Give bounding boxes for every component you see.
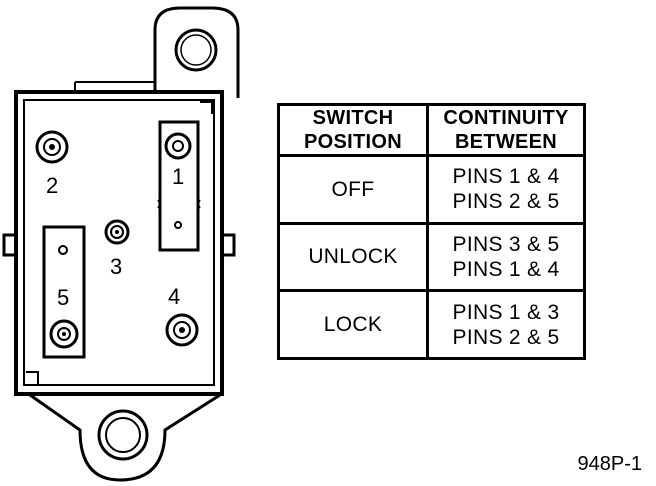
- pin5-label: 5: [57, 285, 69, 310]
- pin2-label: 2: [46, 173, 58, 198]
- table-row: OFF PINS 1 & 4 PINS 2 & 5: [277, 154, 586, 225]
- bottom-mount-hole: [97, 409, 149, 461]
- header-switch-position: SWITCH POSITION: [277, 103, 429, 157]
- continuity-lock: PINS 1 & 3 PINS 2 & 5: [426, 289, 586, 360]
- pin1-terminal-blade: [158, 120, 200, 252]
- position-lock: LOCK: [277, 289, 429, 360]
- pin1-label: 1: [172, 164, 184, 189]
- top-mount-hole: [174, 28, 218, 72]
- position-off: OFF: [277, 154, 429, 225]
- pin4-terminal: [165, 313, 199, 347]
- continuity-unlock: PINS 3 & 5 PINS 1 & 4: [426, 221, 586, 293]
- pin2-terminal: [35, 130, 69, 164]
- table-row: LOCK PINS 1 & 3 PINS 2 & 5: [277, 289, 586, 360]
- continuity-off: PINS 1 & 4 PINS 2 & 5: [426, 154, 586, 225]
- pin5-terminal-blade: [42, 225, 86, 359]
- header-continuity-between: CONTINUITY BETWEEN: [426, 103, 586, 157]
- table-header-row: SWITCH POSITION CONTINUITY BETWEEN: [277, 103, 586, 157]
- switch-housing-inner: [23, 99, 215, 386]
- table-row: UNLOCK PINS 3 & 5 PINS 1 & 4: [277, 221, 586, 293]
- position-unlock: UNLOCK: [277, 221, 429, 293]
- switch-continuity-table: SWITCH POSITION CONTINUITY BETWEEN OFF P…: [277, 103, 586, 360]
- pin4-label: 4: [168, 284, 180, 309]
- pin3-label: 3: [110, 254, 122, 279]
- top-mounting-ear: [153, 6, 240, 98]
- pin3-terminal: [104, 219, 130, 245]
- bottom-mounting-ear: [29, 393, 221, 482]
- figure-id-label: 948P-1: [577, 453, 643, 475]
- switch-connector-diagram: 1 2 3 4 5: [2, 6, 240, 482]
